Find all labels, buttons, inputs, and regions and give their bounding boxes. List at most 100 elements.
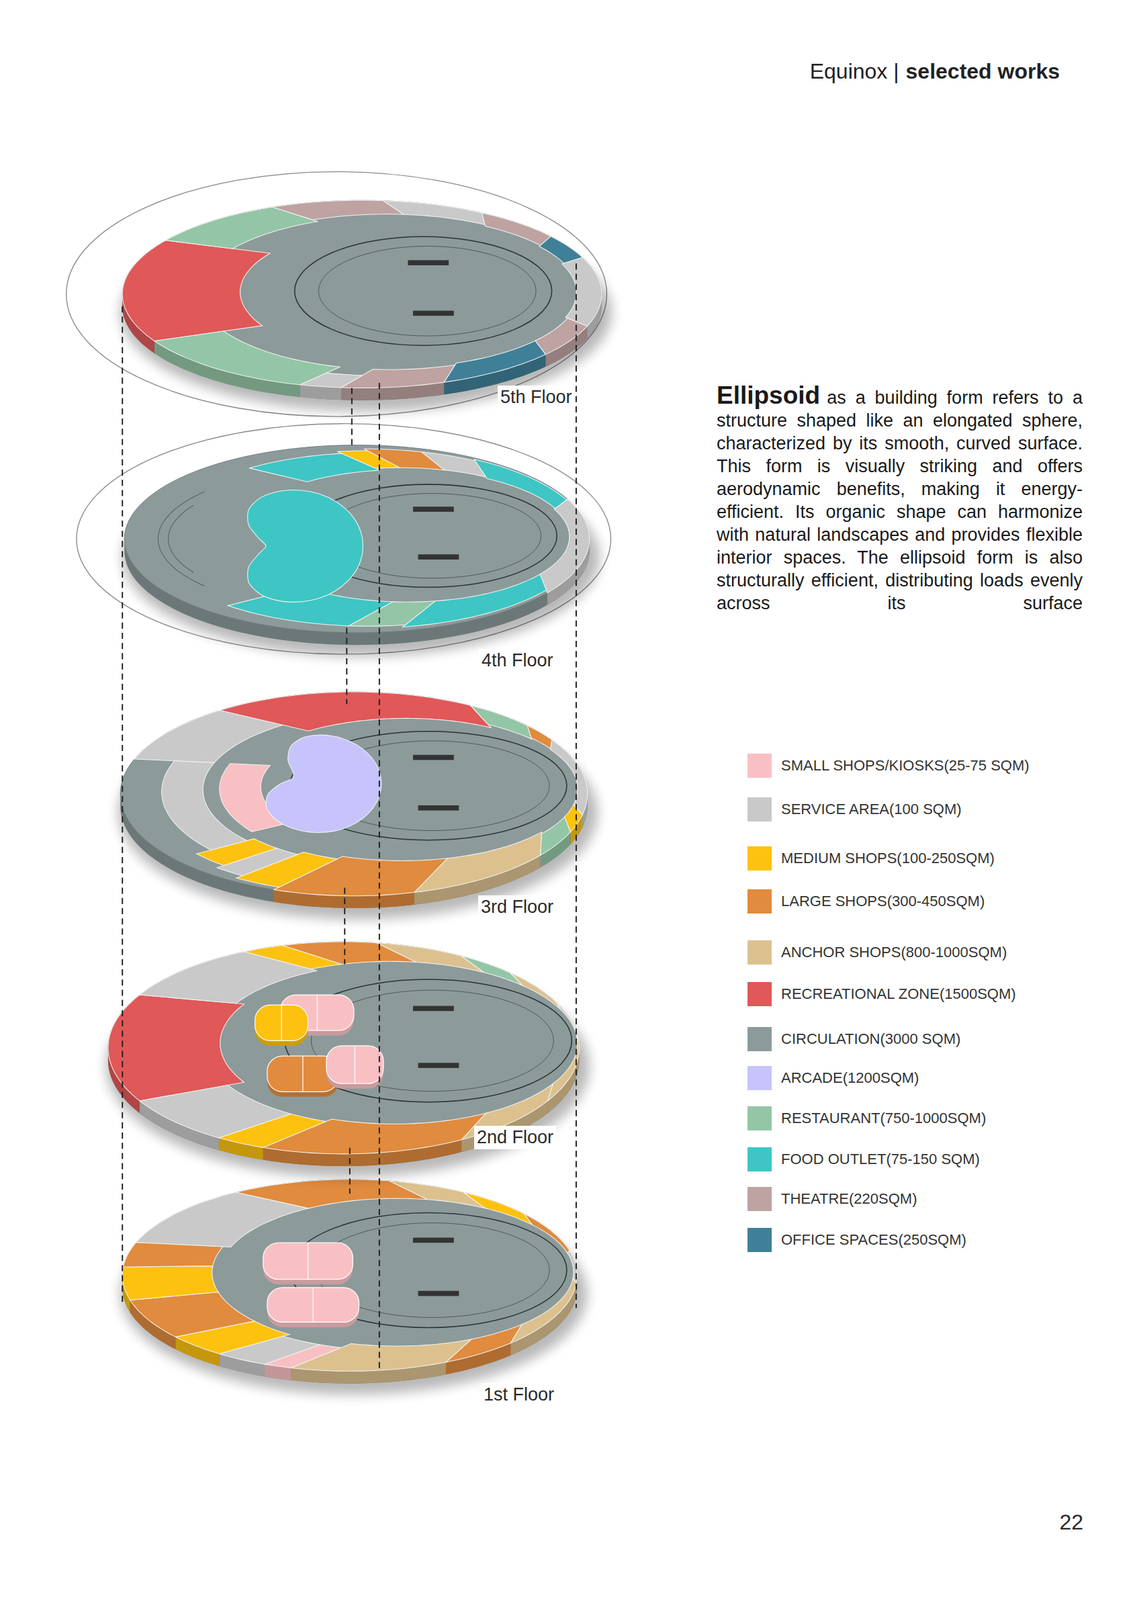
kidney-zone bbox=[265, 734, 382, 833]
program-zone bbox=[470, 705, 532, 739]
legend-swatch bbox=[747, 846, 772, 871]
shop-divider bbox=[316, 994, 318, 1031]
program-zone bbox=[539, 499, 589, 593]
floor-label: 5th Floor bbox=[497, 385, 575, 410]
circulation-plate bbox=[108, 941, 580, 1154]
legend-text: RECREATIONAL ZONE(1500SQM) bbox=[781, 984, 1017, 1004]
plan-arc bbox=[168, 505, 195, 573]
program-zone bbox=[510, 972, 561, 1009]
shop-divider bbox=[354, 1045, 356, 1084]
atrium-void bbox=[318, 245, 536, 336]
alignment-dashed-line bbox=[345, 627, 348, 704]
alignment-dashed-line bbox=[351, 388, 353, 450]
circulation-plate bbox=[122, 200, 602, 388]
floor-label: 3rd Floor bbox=[478, 895, 557, 919]
alignment-dashed-line bbox=[378, 382, 381, 1373]
island-shops bbox=[263, 1242, 354, 1280]
legend-swatch bbox=[747, 940, 772, 965]
island-shops bbox=[255, 1004, 309, 1041]
circulation-plate bbox=[122, 1179, 577, 1371]
shop-divider bbox=[307, 1242, 309, 1280]
escalator-symbol bbox=[413, 1006, 455, 1012]
program-zone bbox=[510, 1278, 577, 1344]
paragraph-heading: Ellipsoid bbox=[716, 381, 821, 410]
program-zone bbox=[461, 955, 523, 986]
atrium-rail bbox=[294, 236, 553, 346]
program-zone bbox=[550, 739, 588, 815]
legend-swatch bbox=[747, 1227, 772, 1252]
program-zone bbox=[122, 1265, 219, 1301]
floor-plate bbox=[76, 423, 612, 657]
circulation-plate bbox=[120, 691, 587, 896]
program-zone bbox=[463, 1192, 532, 1225]
legend-text: ARCADE(1200SQM) bbox=[781, 1068, 919, 1088]
legend-text: OFFICE SPACES(250SQM) bbox=[781, 1230, 967, 1250]
program-zone bbox=[122, 240, 270, 342]
escalator-symbol bbox=[413, 754, 455, 761]
program-zone bbox=[474, 459, 567, 509]
paragraph-body: as a building form refers to a structure… bbox=[716, 387, 1083, 614]
program-zone bbox=[535, 318, 587, 355]
legend-swatch bbox=[747, 1106, 772, 1131]
legend-text: ANCHOR SHOPS(800-1000SQM) bbox=[781, 942, 1007, 962]
alignment-dashed-line bbox=[121, 306, 123, 1304]
shop-divider bbox=[312, 1287, 314, 1323]
escalator-symbol bbox=[418, 1290, 460, 1297]
floor-plate bbox=[66, 171, 612, 417]
legend-text: CIRCULATION(3000 SQM) bbox=[781, 1029, 961, 1049]
floor-plate bbox=[120, 1179, 587, 1395]
escalator-symbol bbox=[413, 310, 455, 317]
legend-text: LARGE SHOPS(300-450SQM) bbox=[781, 891, 985, 911]
legend-swatch bbox=[747, 1065, 772, 1091]
shop-divider bbox=[280, 1004, 282, 1041]
legend-swatch bbox=[747, 1026, 772, 1052]
legend-swatch bbox=[747, 1147, 772, 1172]
floor-label: 4th Floor bbox=[478, 648, 557, 673]
escalator-symbol bbox=[418, 805, 460, 811]
program-zone bbox=[139, 1085, 291, 1138]
program-zone bbox=[219, 691, 491, 731]
description-paragraph: Ellipsoidas a building form refers to a … bbox=[716, 384, 1083, 615]
program-zone bbox=[154, 331, 340, 385]
island-shops bbox=[326, 1045, 384, 1084]
program-zone bbox=[123, 1242, 224, 1267]
running-header: Equinox | bbox=[809, 59, 900, 84]
program-zone bbox=[130, 1292, 255, 1338]
legend-swatch bbox=[747, 1186, 772, 1211]
legend-text: SMALL SHOPS/KIOSKS(25-75 SQM) bbox=[781, 756, 1030, 776]
program-zone bbox=[547, 1036, 579, 1101]
legend-swatch bbox=[747, 981, 772, 1007]
program-zone bbox=[481, 212, 551, 246]
legend-text: RESTAURANT(750-1000SQM) bbox=[781, 1108, 986, 1128]
plan-arc bbox=[157, 491, 205, 587]
program-zone bbox=[272, 200, 404, 220]
alignment-dashed-line bbox=[349, 1147, 351, 1194]
floor-label: 1st Floor bbox=[480, 1382, 557, 1407]
alignment-dashed-line bbox=[343, 887, 346, 965]
legend-text: SERVICE AREA(100 SQM) bbox=[781, 799, 962, 819]
floor-label: 2nd Floor bbox=[474, 1125, 557, 1150]
header-line: Equinox |selected works bbox=[809, 59, 1060, 84]
escalator-symbol bbox=[418, 1062, 460, 1068]
program-zone bbox=[523, 1213, 570, 1254]
legend-swatch bbox=[747, 753, 772, 778]
escalator-symbol bbox=[418, 554, 460, 560]
program-zone bbox=[443, 340, 546, 383]
program-zone bbox=[527, 725, 552, 749]
floor-plate bbox=[118, 691, 598, 920]
legend-swatch bbox=[747, 797, 772, 822]
escalator-symbol bbox=[413, 506, 455, 512]
legend-text: THEATRE(220SQM) bbox=[781, 1189, 918, 1209]
shop-divider bbox=[302, 1055, 303, 1092]
page-number: 22 bbox=[1056, 1508, 1086, 1537]
floor-plate bbox=[106, 941, 590, 1178]
program-zone bbox=[557, 1002, 579, 1039]
program-zone bbox=[421, 451, 487, 477]
legend-text: MEDIUM SHOPS(100-250SQM) bbox=[781, 848, 995, 868]
legend-swatch bbox=[747, 889, 772, 914]
program-zone bbox=[402, 574, 547, 628]
circulation-plate bbox=[124, 445, 589, 633]
escalator-symbol bbox=[407, 259, 449, 266]
